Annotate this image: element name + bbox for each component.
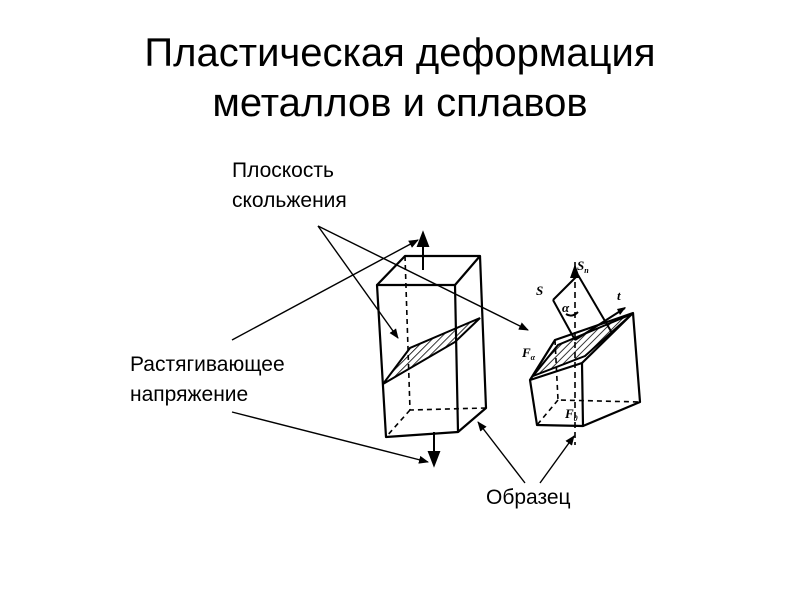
specimen-label: Образец (486, 486, 571, 509)
tensile-stress-label-line-2: напряжение (130, 383, 249, 406)
tensile-stress-label: Растягивающее напряжение (130, 350, 285, 410)
symbol-s: S (536, 283, 543, 298)
title-line-2: металлов и сплавов (212, 81, 588, 125)
slip-plane-label-line-2: скольжения (232, 189, 347, 212)
leader-slip-right (317, 225, 529, 331)
title-line-1: Пластическая деформация (144, 31, 656, 75)
slip-plane-label-line-1: Плоскость (232, 159, 334, 182)
symbol-alpha: α (562, 300, 570, 315)
tensile-stress-label-line-1: Растягивающее (130, 353, 285, 376)
leader-specimen-left (477, 421, 526, 484)
left-slip-plane (382, 317, 481, 385)
slide-title: Пластическая деформация металлов и сплав… (0, 28, 800, 128)
symbol-f0: F0 (564, 406, 578, 423)
leader-lines (231, 225, 575, 484)
leader-specimen-right (539, 435, 575, 484)
right-stress-vectors (552, 262, 626, 445)
left-tensile-axis (416, 230, 441, 468)
slip-plane-label: Плоскость скольжения (232, 156, 347, 216)
symbol-f-alpha: Fα (521, 345, 536, 362)
symbol-sn: Sn (577, 258, 589, 275)
symbol-t: t (617, 288, 621, 303)
right-slip-plane (529, 313, 633, 379)
leader-tension-bottom (231, 411, 429, 464)
leader-slip-left (317, 225, 399, 339)
leader-tension-top (231, 239, 419, 341)
